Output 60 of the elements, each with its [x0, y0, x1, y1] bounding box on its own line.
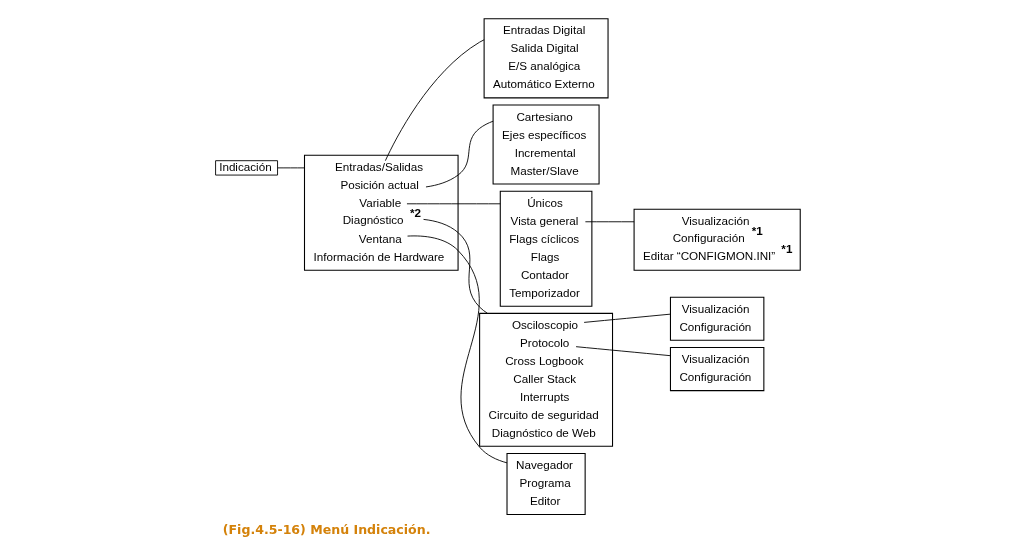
node-text: Cartesiano [515, 109, 573, 123]
node-text: Visualización [681, 213, 750, 227]
node-text: Editar “CONFIGMON.INI” [642, 248, 775, 262]
node-text: Incremental [514, 145, 576, 159]
connector [384, 39, 485, 162]
node-text: Configuración [678, 370, 751, 384]
cluster [499, 190, 592, 307]
node-text: Automático Externo [492, 77, 595, 91]
connector [406, 235, 507, 464]
cluster [478, 312, 613, 447]
node-text: Master/Slave [510, 163, 579, 177]
cluster [303, 154, 459, 271]
cluster [669, 346, 764, 392]
node-text: Ejes específicos [501, 127, 586, 141]
node-text: Osciloscopio [511, 318, 578, 331]
connector [583, 313, 671, 323]
node-text: Vista general [510, 213, 578, 227]
node-text: Posición actual [339, 177, 419, 191]
node-label: *2 [409, 206, 421, 220]
node-text: Interrupts [519, 389, 569, 403]
node-text: Entradas Digital [502, 23, 585, 37]
connector [406, 203, 501, 205]
node-text: Cross Logbook [504, 353, 584, 367]
cluster [492, 104, 600, 185]
node-text: Protocolo [519, 335, 569, 349]
cluster [669, 296, 764, 341]
connector [584, 221, 635, 223]
node-label: *1 [780, 242, 792, 256]
cluster [505, 452, 586, 516]
node-text: Editor [529, 494, 560, 508]
node-text: Ventana [358, 231, 402, 245]
connector [425, 120, 494, 188]
connector [422, 218, 488, 314]
node-text: Caller Stack [512, 371, 576, 385]
cluster [633, 208, 801, 271]
cluster [483, 18, 609, 99]
node-text: Configuración [678, 319, 751, 333]
node-text: Circuito de seguridad [488, 407, 599, 421]
node-label: *1 [751, 224, 763, 238]
node-text: Contador [520, 267, 569, 281]
node-text: Configuración [672, 230, 745, 244]
caption: (Fig.4.5-16) Menú Indicación. [222, 522, 430, 538]
node-text: Visualización [681, 301, 750, 315]
connector [276, 167, 305, 169]
node-box: Indicación [214, 160, 278, 176]
node-text: Visualización [681, 352, 750, 366]
node-text: Información de Hardware [312, 249, 444, 263]
node-text: Flags [530, 249, 559, 263]
node-text: Únicos [526, 195, 563, 209]
node-text: Variable [358, 195, 401, 209]
node-text: Diagnóstico de Web [491, 425, 596, 439]
node-text: Salida Digital [510, 41, 579, 55]
node-text: Flags cíclicos [508, 231, 579, 245]
node-text: Temporizador [508, 285, 580, 299]
node-text: E/S analógica [507, 59, 580, 73]
connector [575, 346, 671, 357]
node-text: Navegador [515, 458, 573, 472]
node-text: Entradas/Salidas [334, 159, 423, 173]
node-text: Diagnóstico [342, 212, 404, 226]
node-text: Programa [519, 476, 571, 490]
